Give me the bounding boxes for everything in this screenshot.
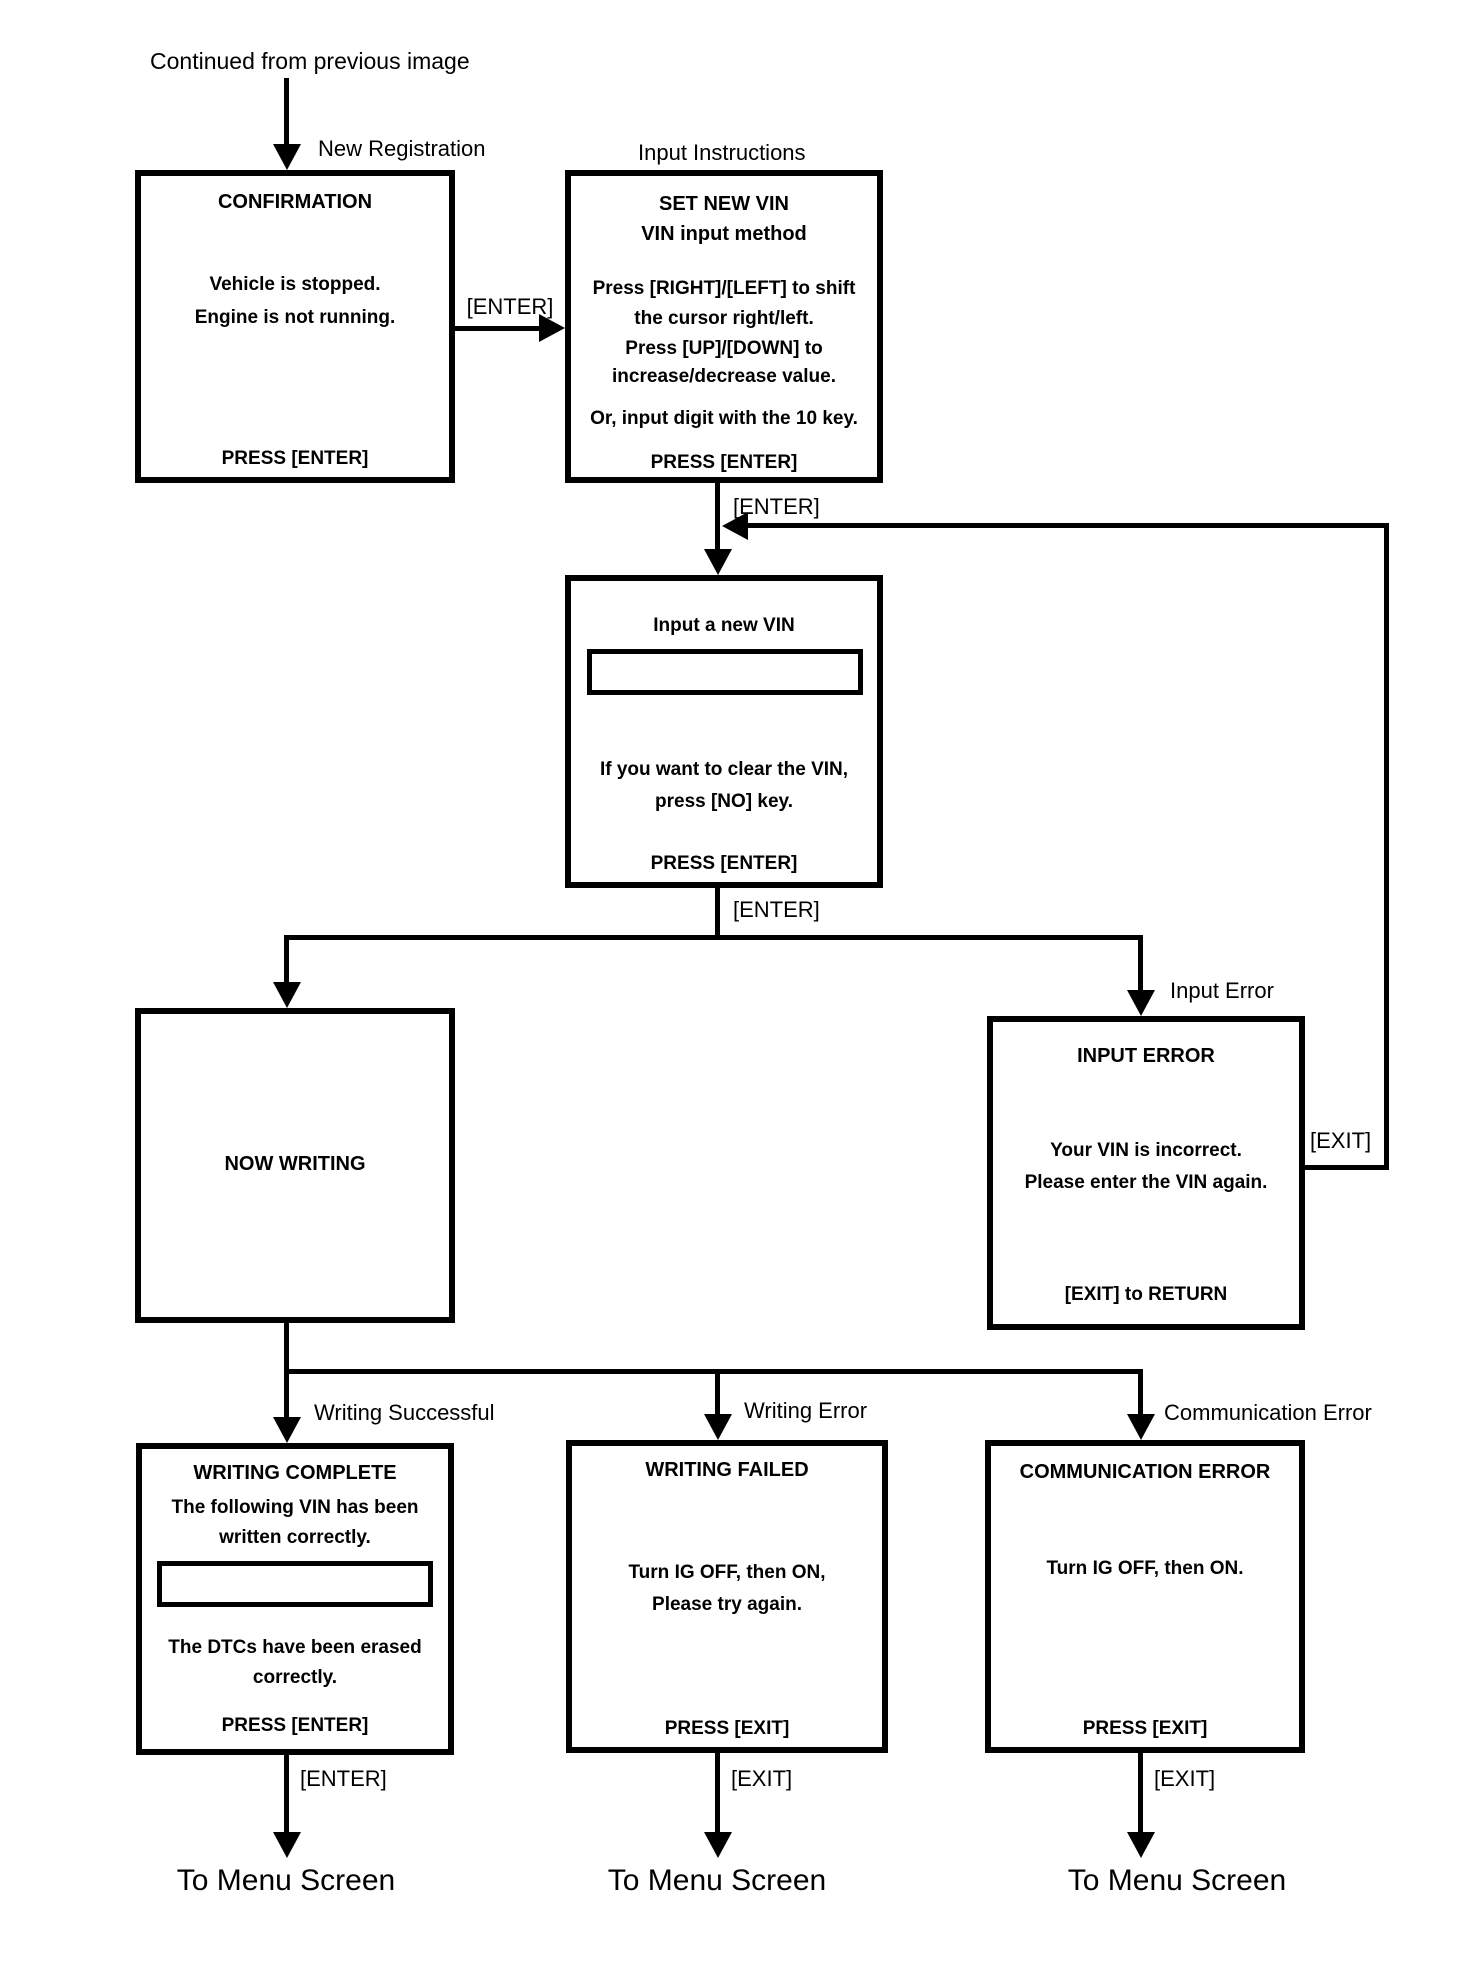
confirmation-line: Vehicle is stopped. xyxy=(209,274,381,295)
confirmation-footer: PRESS [ENTER] xyxy=(221,448,369,469)
connector-instructions-to-inputvin xyxy=(715,483,720,553)
branch-label-writing-successful: Writing Successful xyxy=(314,1400,495,1425)
connector-entry xyxy=(284,78,289,146)
edge-label-exit-2: [EXIT] xyxy=(731,1766,793,1791)
branch-label-input-error: Input Error xyxy=(1170,978,1274,1003)
continued-from-label: Continued from previous image xyxy=(150,48,470,74)
now-writing-screen-box: NOW WRITING xyxy=(135,1008,455,1323)
input-error-title: INPUT ERROR xyxy=(1077,1045,1215,1067)
arrowhead-down-to-inputvin xyxy=(704,549,732,575)
input-vin-note: press [NO] key. xyxy=(655,791,793,812)
connector-feedback-right xyxy=(1384,523,1389,1170)
confirmation-title: CONFIRMATION xyxy=(217,191,373,213)
connector-nowwriting-down xyxy=(284,1323,289,1373)
writing-complete-screen-box: WRITING COMPLETE The following VIN has b… xyxy=(136,1443,454,1755)
input-instructions-screen-box: SET NEW VIN VIN input method Press [RIGH… xyxy=(565,170,883,483)
connector-split2-mid-drop xyxy=(715,1369,720,1418)
communication-error-screen-box: COMMUNICATION ERROR Turn IG OFF, then ON… xyxy=(985,1440,1305,1753)
input-error-line: Your VIN is incorrect. xyxy=(1050,1140,1242,1161)
branch-label-communication-error: Communication Error xyxy=(1164,1400,1372,1425)
arrowhead-down-to-nowwriting xyxy=(273,982,301,1008)
connector-split1-right-drop xyxy=(1138,935,1143,995)
branch-label-input-instructions: Input Instructions xyxy=(638,140,806,165)
input-vin-note: If you want to clear the VIN, xyxy=(599,759,849,780)
instructions-footer: PRESS [ENTER] xyxy=(650,452,798,473)
connector-failed-to-menu xyxy=(715,1753,720,1833)
instructions-line: the cursor right/left. xyxy=(634,308,814,329)
edge-label-exit-3: [EXIT] xyxy=(1154,1766,1216,1791)
instructions-subtitle: VIN input method xyxy=(641,223,807,245)
connector-feedback-bottom xyxy=(1305,1165,1389,1170)
instructions-alt-line: Or, input digit with the 10 key. xyxy=(590,408,858,429)
input-error-line: Please enter the VIN again. xyxy=(1024,1172,1268,1193)
writing-failed-screen-box: WRITING FAILED Turn IG OFF, then ON, Ple… xyxy=(566,1440,888,1753)
vin-display-field xyxy=(157,1561,433,1607)
instructions-line: Press [UP]/[DOWN] to xyxy=(625,338,823,359)
writing-complete-line: written correctly. xyxy=(219,1527,371,1548)
input-error-screen-box: INPUT ERROR Your VIN is incorrect. Pleas… xyxy=(987,1016,1305,1330)
arrowhead-down-entry xyxy=(273,144,301,170)
writing-complete-title: WRITING COMPLETE xyxy=(193,1462,397,1484)
input-vin-footer: PRESS [ENTER] xyxy=(650,853,798,874)
branch-label-writing-error: Writing Error xyxy=(744,1398,868,1423)
connector-split2-left-drop xyxy=(284,1369,289,1421)
edge-label-enter-3: [ENTER] xyxy=(733,897,820,922)
instructions-line: Press [RIGHT]/[LEFT] to shift xyxy=(592,278,856,299)
confirmation-line: Engine is not running. xyxy=(194,307,396,328)
vin-input-field xyxy=(587,649,863,695)
input-vin-screen-box: Input a new VIN If you want to clear the… xyxy=(565,575,883,888)
to-menu-screen-label: To Menu Screen xyxy=(176,1864,396,1897)
communication-error-footer: PRESS [EXIT] xyxy=(1082,1718,1208,1739)
writing-failed-title: WRITING FAILED xyxy=(645,1459,809,1481)
branch-label-new-registration: New Registration xyxy=(318,136,486,161)
writing-complete-line: correctly. xyxy=(252,1667,338,1688)
connector-inputvin-down xyxy=(715,888,720,940)
writing-complete-footer: PRESS [ENTER] xyxy=(221,1715,369,1736)
arrowhead-down-to-inputerror xyxy=(1127,990,1155,1016)
arrowhead-down-menu-mid xyxy=(704,1832,732,1858)
writing-failed-line: Turn IG OFF, then ON, xyxy=(628,1562,826,1583)
to-menu-screen-label: To Menu Screen xyxy=(607,1864,827,1897)
now-writing-title: NOW WRITING xyxy=(224,1153,366,1175)
arrowhead-left-feedback xyxy=(722,512,748,540)
arrowhead-down-to-failed xyxy=(704,1414,732,1440)
writing-complete-line: The following VIN has been xyxy=(171,1497,419,1518)
arrowhead-down-menu-left xyxy=(273,1832,301,1858)
connector-split-2 xyxy=(284,1369,1143,1374)
writing-complete-line: The DTCs have been erased xyxy=(168,1637,422,1658)
writing-failed-footer: PRESS [EXIT] xyxy=(664,1718,790,1739)
instructions-line: increase/decrease value. xyxy=(612,366,836,387)
arrowhead-down-to-commerror xyxy=(1127,1414,1155,1440)
input-vin-heading: Input a new VIN xyxy=(653,615,795,636)
connector-complete-to-menu xyxy=(284,1755,289,1833)
connector-confirmation-to-instructions xyxy=(455,326,541,331)
communication-error-line: Turn IG OFF, then ON. xyxy=(1046,1558,1244,1579)
confirmation-screen-box: CONFIRMATION Vehicle is stopped. Engine … xyxy=(135,170,455,483)
connector-split1-left-drop xyxy=(284,935,289,986)
arrowhead-right-to-instructions xyxy=(539,314,565,342)
connector-split-1 xyxy=(284,935,1143,940)
arrowhead-down-menu-right xyxy=(1127,1832,1155,1858)
edge-label-exit-loop: [EXIT] xyxy=(1310,1128,1372,1153)
edge-label-enter-4: [ENTER] xyxy=(300,1766,387,1791)
connector-split2-right-drop xyxy=(1138,1369,1143,1418)
edge-label-enter-1: [ENTER] xyxy=(466,294,554,319)
writing-failed-line: Please try again. xyxy=(652,1594,802,1615)
arrowhead-down-to-complete xyxy=(273,1417,301,1443)
to-menu-screen-label: To Menu Screen xyxy=(1067,1864,1287,1897)
communication-error-title: COMMUNICATION ERROR xyxy=(1019,1461,1271,1483)
input-error-footer: [EXIT] to RETURN xyxy=(1064,1284,1228,1305)
connector-feedback-top xyxy=(748,523,1389,528)
connector-commerror-to-menu xyxy=(1138,1753,1143,1833)
instructions-title: SET NEW VIN xyxy=(658,193,789,215)
